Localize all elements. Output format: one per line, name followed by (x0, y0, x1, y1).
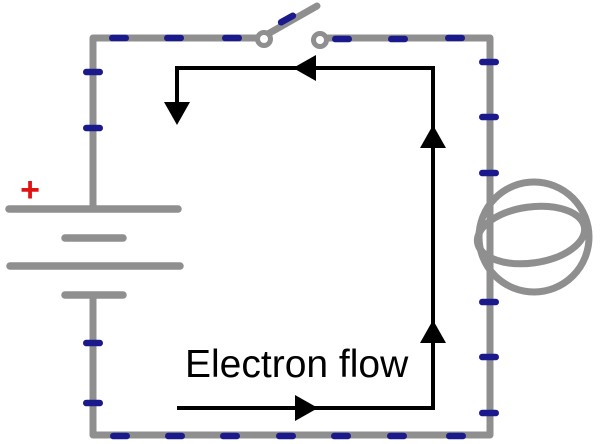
switch-lever (262, 2, 321, 39)
electron-dash (83, 68, 103, 76)
electron-dash (388, 35, 408, 43)
electron-dash (164, 34, 184, 42)
electron-dash (276, 432, 296, 440)
electron-dash (479, 409, 499, 417)
switch-terminal-right (311, 31, 329, 49)
electron-dash (445, 34, 465, 42)
electron-dash (479, 169, 499, 177)
electron-dash (83, 399, 103, 407)
electron-dash (277, 12, 297, 26)
electron-dash (222, 34, 242, 42)
electron-flow-path (164, 55, 446, 421)
switch-terminal-left (255, 30, 273, 48)
lamp-globe (475, 178, 593, 296)
wire-loop (89, 34, 494, 439)
electron-dash (109, 34, 129, 42)
electron-dash (165, 432, 185, 440)
electron-dash (83, 339, 103, 347)
electron-dash (332, 35, 352, 43)
wire-top-left-segment (89, 34, 260, 213)
electron-dash (387, 432, 407, 440)
electron-dash (331, 432, 351, 440)
electron-markers (83, 12, 499, 440)
flow-arrowhead-down (164, 102, 190, 125)
flow-arrowhead-up-lower (420, 320, 446, 343)
lamp-icon (473, 178, 593, 296)
wire-main-loop (89, 34, 494, 439)
electron-dash (446, 432, 466, 440)
battery: + (5, 171, 184, 299)
flow-arrowhead-left (293, 55, 316, 81)
electron-dash (220, 432, 240, 440)
electron-dash (479, 298, 499, 306)
battery-positive-label: + (20, 171, 40, 209)
electron-dash (479, 353, 499, 361)
electron-dash (83, 124, 103, 132)
flow-arrowhead-right (295, 395, 318, 421)
lamp-filament-loop (473, 202, 589, 268)
electron-dash (479, 113, 499, 121)
electron-dash (479, 58, 499, 66)
electron-dash (110, 432, 130, 440)
open-switch-icon (255, 2, 329, 49)
flow-line (175, 66, 435, 410)
flow-arrowhead-up-upper (420, 125, 446, 148)
electron-flow-label: Electron flow (185, 343, 409, 386)
